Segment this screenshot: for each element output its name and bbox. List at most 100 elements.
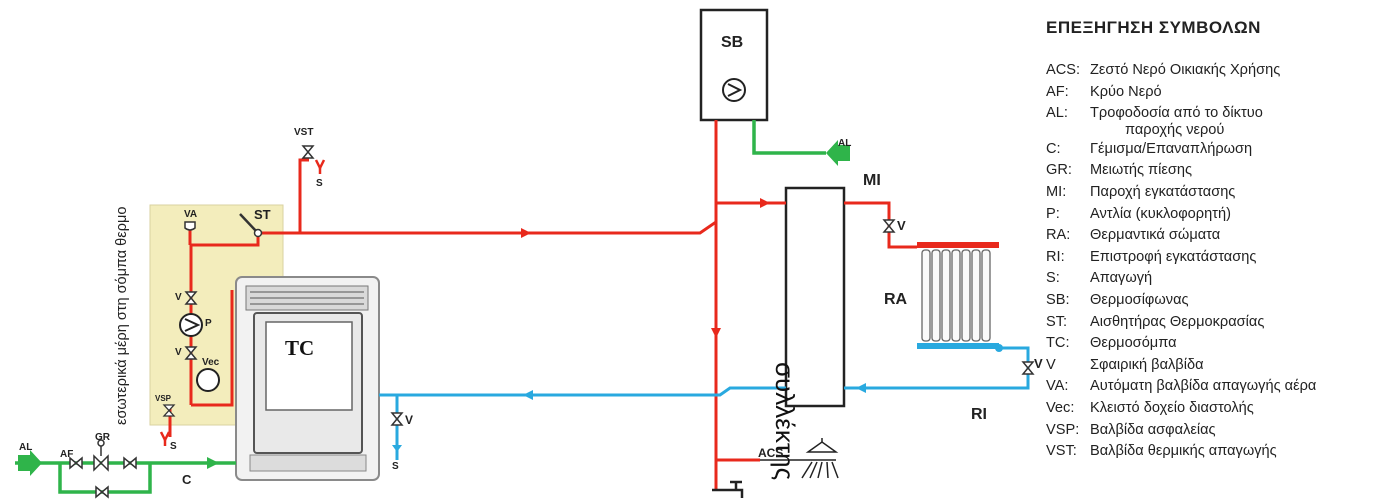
legend-code: MI:	[1046, 183, 1067, 200]
legend-item: GR: Μειωτής πίεσης	[1046, 160, 1376, 182]
legend-code: TC:	[1046, 335, 1070, 352]
collector-box	[784, 186, 846, 408]
legend-text: Σφαιρική βαλβίδα	[1090, 356, 1204, 373]
legend-text: Γέμισμα/Επαναπλήρωση	[1090, 140, 1253, 157]
mains-water-lines	[15, 120, 826, 494]
legend-item: VA: Αυτόματη βαλβίδα απαγωγής αέρα	[1046, 376, 1376, 398]
legend-code: AF:	[1046, 83, 1069, 100]
legend-item: P: Αντλία (κυκλοφορητή)	[1046, 204, 1376, 226]
legend-text: Θερμοσόμπα	[1090, 335, 1177, 352]
legend-code: GR:	[1046, 162, 1072, 179]
return-flow-arrows	[523, 344, 1003, 400]
legend-code: AL:	[1046, 105, 1068, 122]
legend-item: V Σφαιρική βαλβίδα	[1046, 355, 1376, 377]
valve-symbols	[69, 145, 1035, 499]
legend-text: Αντλία (κυκλοφορητή)	[1090, 205, 1231, 222]
label-vec: Vec	[202, 357, 220, 368]
legend-item: AF: Κρύο Νερό	[1046, 82, 1376, 104]
label-al-top: AL	[838, 138, 852, 149]
legend-title: ΕΠΕΞΗΓΗΣΗ ΣΥΜΒΟΛΩΝ	[1046, 18, 1261, 37]
legend-item: C: Γέμισμα/Επαναπλήρωση	[1046, 139, 1376, 161]
legend-code: P:	[1046, 205, 1060, 222]
drain-arrow	[392, 445, 402, 452]
legend-text-continued: παροχής νερού	[1125, 121, 1225, 138]
legend-item: S: Απαγωγή	[1046, 268, 1376, 290]
label-gr: GR	[95, 432, 110, 443]
label-collector: συλλέκτης	[770, 362, 800, 481]
pressure-reducer-gr	[97, 439, 105, 456]
legend-item: MI: Παροχή εγκατάστασης	[1046, 182, 1376, 204]
legend-item: TC: Θερμοσόμπα	[1046, 333, 1376, 355]
legend-code: ST:	[1046, 313, 1068, 330]
legend-text: Βαλβίδα θερμικής απαγωγής	[1090, 443, 1277, 460]
label-v1: V	[175, 292, 182, 303]
legend-text: Αισθητήρας Θερμοκρασίας	[1090, 313, 1265, 330]
legend-text: Κλειστό δοχείο διαστολής	[1090, 399, 1254, 416]
legend-item: ST: Αισθητήρας Θερμοκρασίας	[1046, 312, 1376, 334]
legend-item: VSP: Βαλβίδα ασφαλείας	[1046, 420, 1376, 442]
legend-code: RA:	[1046, 227, 1071, 244]
label-va: VA	[184, 209, 198, 220]
legend-text: Παροχή εγκατάστασης	[1090, 183, 1236, 200]
label-c: C	[182, 472, 192, 487]
label-p: P	[205, 318, 212, 329]
legend-text: Ζεστό Νερό Οικιακής Χρήσης	[1090, 62, 1281, 78]
temperature-sensor-st	[239, 213, 263, 238]
label-v2: V	[175, 347, 182, 358]
legend-code: V	[1046, 356, 1056, 373]
legend-item: RA: Θερμαντικά σώματα	[1046, 225, 1376, 247]
label-v-mi: V	[897, 218, 906, 233]
legend-code: VST:	[1046, 443, 1077, 460]
drain-symbols	[159, 159, 326, 446]
boiler-sb	[699, 8, 769, 122]
legend-item: ACS: Ζεστό Νερό Οικιακής Χρήσης	[1046, 60, 1376, 82]
legend-text: Απαγωγή	[1090, 270, 1153, 287]
label-ra: RA	[884, 291, 908, 308]
legend-text: Τροφοδοσία από το δίκτυο	[1090, 105, 1263, 122]
label-vsp: VSP	[155, 394, 172, 403]
stove-tc	[235, 276, 380, 481]
legend-code: ACS:	[1046, 62, 1081, 78]
radiator-ra	[917, 242, 999, 349]
label-st: ST	[254, 207, 271, 222]
side-caption: εσωτερικά μέρη στη σόμπα θερμο	[114, 206, 130, 425]
hot-flow-arrows	[521, 198, 770, 338]
legend-item: VST: Βαλβίδα θερμικής απαγωγής	[1046, 441, 1376, 463]
legend-item: Vec: Κλειστό δοχείο διαστολής	[1046, 398, 1376, 420]
label-v-drain: V	[405, 413, 414, 427]
legend-code: Vec:	[1046, 399, 1075, 416]
label-acs: ACS	[758, 446, 784, 460]
return-water-lines	[379, 346, 1030, 460]
legend-code: VA:	[1046, 378, 1069, 395]
legend-text: Αυτόματη βαλβίδα απαγωγής αέρα	[1090, 378, 1317, 395]
label-mi: MI	[863, 172, 881, 189]
legend-text: Θερμοσίφωνας	[1090, 291, 1189, 308]
label-s-vsp: S	[170, 441, 177, 452]
label-sb: SB	[721, 34, 744, 51]
legend-item: RI: Επιστροφή εγκατάστασης	[1046, 247, 1376, 269]
legend-code: VSP:	[1046, 421, 1080, 438]
label-al-bottom: AL	[19, 442, 33, 453]
legend-text: Κρύο Νερό	[1090, 83, 1162, 100]
legend-code: S:	[1046, 270, 1060, 287]
pump-p	[179, 313, 203, 337]
legend-code: RI:	[1046, 248, 1065, 265]
label-s-drain: S	[392, 461, 399, 472]
legend-item: SB:Θερμοσίφωνας	[1046, 290, 1376, 312]
acs-tap	[712, 480, 744, 498]
legend-text: Επιστροφή εγκατάστασης	[1090, 248, 1257, 265]
label-tc: TC	[285, 336, 315, 360]
safety-valve-vsp	[162, 404, 176, 417]
label-v-ri: V	[1034, 356, 1043, 371]
legend-text: Βαλβίδα ασφαλείας	[1090, 421, 1216, 438]
legend-code: C:	[1046, 140, 1061, 157]
label-vst: VST	[294, 127, 314, 138]
legend-text: Θερμαντικά σώματα	[1090, 227, 1221, 244]
label-ri: RI	[971, 406, 987, 423]
legend-text: Μειωτής πίεσης	[1090, 162, 1193, 179]
expansion-vessel-vec	[196, 368, 220, 392]
shower-head-icon	[760, 438, 839, 479]
